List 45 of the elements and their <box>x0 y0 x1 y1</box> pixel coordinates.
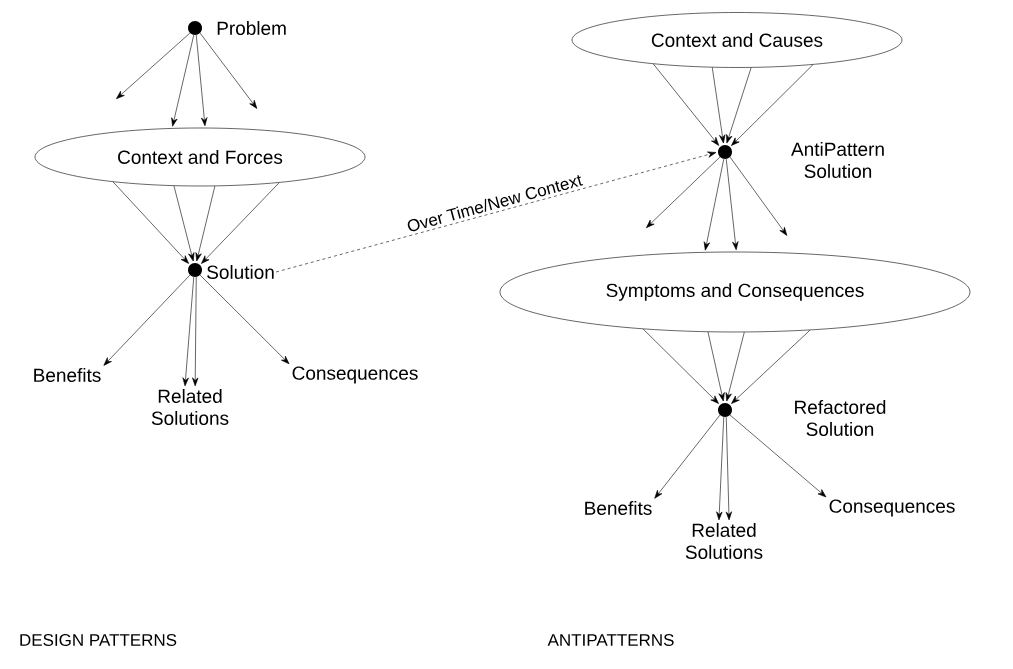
arrow <box>116 32 191 100</box>
ellipse-node: Context and Causes <box>571 12 903 68</box>
edge-label: Over Time/New Context <box>407 174 584 232</box>
section-title: ANTIPATTERNS <box>547 633 674 646</box>
arrow <box>654 414 721 499</box>
arrow <box>646 156 721 228</box>
arrow <box>725 416 732 521</box>
arrow <box>731 64 814 146</box>
arrow <box>729 156 788 236</box>
arrow <box>171 34 195 127</box>
node-caption: AntiPattern Solution <box>791 142 884 178</box>
text-label: Benefits <box>34 368 101 382</box>
arrow <box>725 331 745 402</box>
text-label: Consequences <box>829 499 955 517</box>
arrow <box>275 151 717 273</box>
arrow <box>199 32 258 109</box>
arrow <box>716 416 725 521</box>
text-label: Benefits <box>585 501 652 515</box>
arrow <box>173 185 195 262</box>
arrow <box>192 276 199 387</box>
arrow <box>195 34 208 127</box>
text-label: Related Solutions <box>151 389 229 425</box>
arrow <box>731 329 811 404</box>
arrow <box>201 182 280 264</box>
arrow <box>707 331 725 402</box>
arrow <box>112 181 189 264</box>
arrow <box>725 158 739 251</box>
arrow <box>711 67 726 144</box>
node-caption: Refactored Solution <box>795 400 886 436</box>
ellipse-node: Context and Forces <box>34 127 366 187</box>
arrow <box>103 274 191 366</box>
arrow <box>195 185 216 262</box>
arrow <box>199 274 290 365</box>
text-label: Consequences <box>292 366 418 384</box>
text-label: Related Solutions <box>685 523 763 559</box>
arrow <box>729 414 827 498</box>
section-title: DESIGN PATTERNS <box>20 633 177 646</box>
arrow <box>703 158 725 251</box>
arrow <box>653 63 719 146</box>
node-caption: Problem <box>217 21 286 35</box>
arrow <box>642 328 719 404</box>
node-caption: Solution <box>207 265 274 279</box>
ellipse-node: Symptoms and Consequences <box>499 251 971 333</box>
arrow <box>182 276 195 387</box>
arrow <box>726 67 752 144</box>
